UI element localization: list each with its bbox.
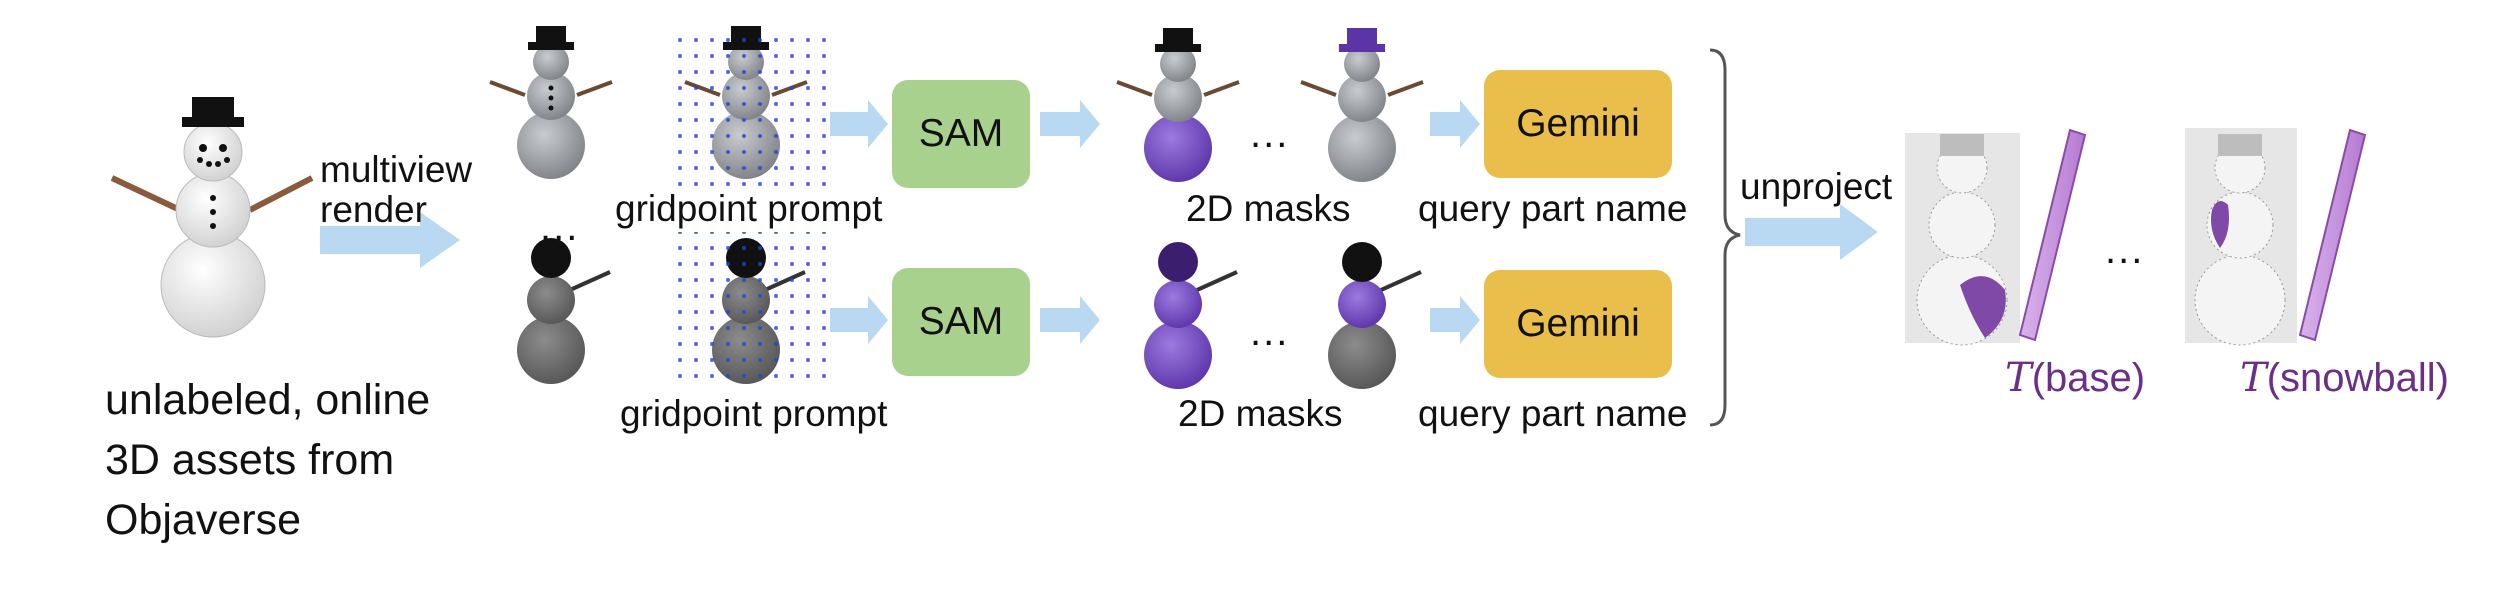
source-snowman-image (110, 97, 314, 338)
sam-box-top: SAM (892, 80, 1030, 188)
render-view-bottom (517, 238, 611, 384)
grouping-brace (1709, 48, 1741, 427)
multiview-render-label: multiview render (320, 149, 473, 230)
unproject-arrow (1745, 204, 1878, 260)
gridpoint-prompt-bottom-image (668, 232, 826, 390)
gemini-box-bottom-label: Gemini (1516, 302, 1640, 345)
sam-box-bottom: SAM (892, 268, 1030, 376)
mask-ellipsis-bottom: ... (1250, 310, 1290, 354)
masks-bottom-label: 2D masks (1178, 393, 1343, 434)
token-snowball-label: T(snowball) (2240, 358, 2449, 398)
gridpoint-prompt-top-label: gridpoint prompt (615, 188, 883, 229)
gridpoint-prompt-bottom-label: gridpoint prompt (620, 393, 888, 434)
mask-view-bottom-1 (1144, 242, 1238, 389)
render-view-top (489, 26, 613, 179)
arrow-from-sam-bottom (1040, 296, 1100, 344)
arrow-to-gemini-top (1430, 100, 1480, 148)
mask-view-top-2 (1300, 28, 1424, 182)
gemini-box-top: Gemini (1484, 70, 1672, 178)
masks-top-label: 2D masks (1186, 188, 1351, 229)
query-part-bottom-label: query part name (1418, 393, 1688, 434)
token-base-label: T(base) (2005, 358, 2145, 398)
pointcloud-snowball-image (2185, 128, 2297, 346)
arrow-to-sam-top (830, 100, 888, 148)
mask-ellipsis-top: ... (1250, 112, 1290, 156)
gridpoint-prompt-top-image (668, 26, 826, 190)
view-ellipsis: ... (540, 205, 580, 249)
sam-box-bottom-label: SAM (918, 300, 1004, 343)
multiview-arrow (320, 212, 460, 268)
query-part-top-label: query part name (1418, 188, 1688, 229)
gemini-box-top-label: Gemini (1516, 102, 1640, 145)
gemini-box-bottom: Gemini (1484, 270, 1672, 378)
sam-box-top-label: SAM (918, 112, 1004, 155)
source-assets-label: unlabeled, online 3D assets from Objaver… (105, 376, 431, 544)
token-ellipsis: ... (2105, 228, 2145, 272)
token-base-symbol: T (2005, 355, 2032, 401)
arrow-from-sam-top (1040, 100, 1100, 148)
arrow-to-gemini-bottom (1430, 296, 1480, 344)
token-base (2018, 128, 2087, 342)
pointcloud-base-image (1905, 133, 2020, 346)
unproject-label: unproject (1740, 166, 1893, 207)
token-snowball-symbol: T (2240, 355, 2267, 401)
mask-view-top-1 (1116, 28, 1240, 182)
token-snowball-text: (snowball) (2266, 356, 2449, 400)
arrow-to-sam-bottom (830, 296, 888, 344)
token-base-text: (base) (2031, 356, 2146, 400)
mask-view-bottom-2 (1328, 242, 1422, 389)
token-snowball (2298, 128, 2367, 342)
